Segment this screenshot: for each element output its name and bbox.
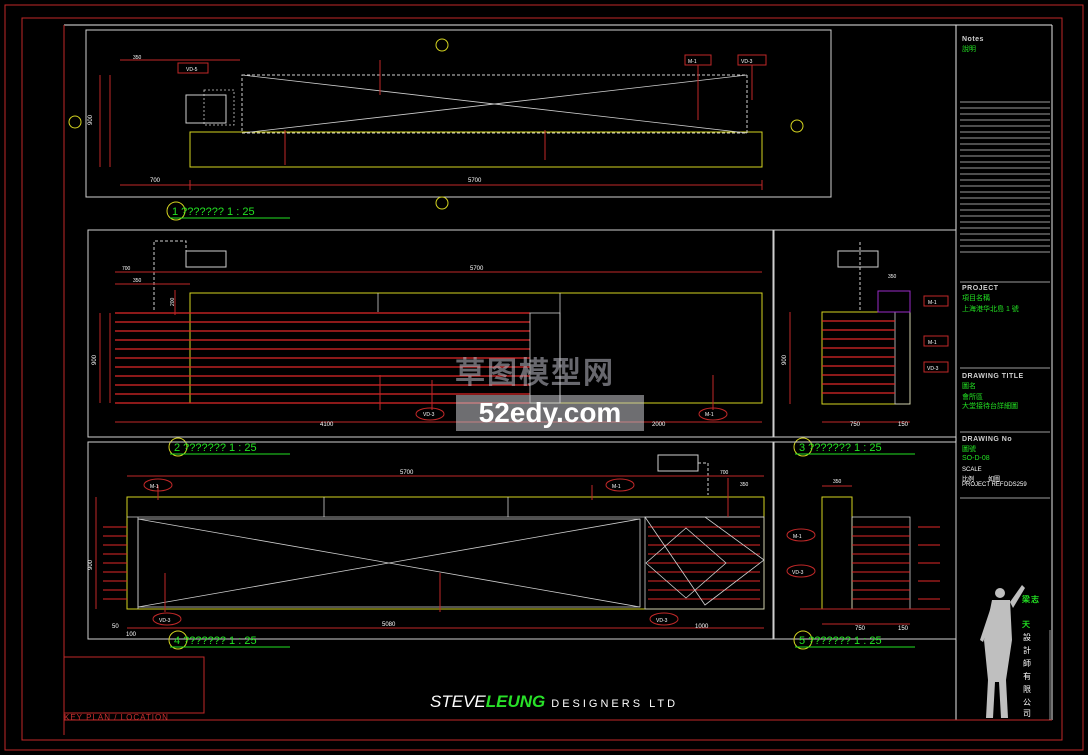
brand-steve: STEVE	[430, 692, 486, 711]
drawing-title-cn-2: 會所區	[962, 394, 983, 401]
view-5: 350 750 150 M-1 VD-3 5 ??????? 1 : 25	[773, 441, 957, 650]
dim-900-d: 900	[88, 559, 94, 570]
dim-100: 100	[126, 632, 137, 638]
dim-900-b: 900	[92, 354, 98, 365]
dim-900-c: 900	[782, 354, 788, 365]
human-figure-icon	[980, 585, 1025, 718]
key-plan-label: KEY PLAN / LOCATION	[64, 713, 169, 722]
dim-5080: 5080	[382, 622, 396, 628]
dim-700: 700	[150, 178, 161, 184]
side-char-3: 天	[1022, 620, 1030, 629]
view-title-3: 3 ??????? 1 : 25	[799, 442, 882, 454]
dim-750-b: 750	[855, 626, 866, 632]
notes-label: Notes	[962, 36, 984, 43]
brand-leung: LEUNG	[485, 692, 546, 711]
dim-5700-c: 5700	[400, 470, 414, 476]
drawing-title-cn-1: 圖名	[962, 383, 976, 390]
dim-5700-b: 5700	[470, 266, 484, 272]
dim-4100: 4100	[320, 422, 334, 428]
dim-150-b: 150	[898, 626, 909, 632]
tag-vd3-e: VD-3	[656, 618, 668, 624]
tag-m1-d: M-1	[928, 340, 937, 346]
tag-m1: M-1	[688, 59, 697, 65]
scale-label: SCALE	[962, 467, 982, 473]
dim-350-b: 350	[133, 278, 142, 284]
watermark-site: 52edy.com	[456, 395, 644, 431]
project-ref-value: DDS259	[1004, 482, 1027, 488]
side-char-7: 有	[1023, 672, 1031, 681]
side-char-9: 公	[1023, 698, 1031, 707]
dim-350-d: 350	[740, 482, 749, 488]
drawing-title-label: DRAWING TITLE	[962, 373, 1024, 380]
dim-200: 200	[170, 297, 176, 306]
project-label: PROJECT	[962, 285, 999, 292]
tag-vd5: VD-5	[186, 67, 198, 73]
project-cn-1: 項目名稱	[962, 295, 990, 302]
side-char-6: 師	[1023, 659, 1031, 668]
tag-m1-b: M-1	[705, 412, 714, 418]
dim-150: 150	[898, 422, 909, 428]
brand-logo: STEVELEUNG DESIGNERS LTD	[430, 692, 678, 712]
dim-1000: 1000	[695, 624, 709, 630]
dim-2000: 2000	[652, 422, 666, 428]
dim-5700: 5700	[468, 178, 482, 184]
view-title-2: 2 ??????? 1 : 25	[174, 442, 257, 454]
dim-700-c: 700	[720, 470, 729, 476]
watermark-cn: 草图模型网	[455, 356, 615, 391]
tag-m1-c: M-1	[928, 300, 937, 306]
tag-m1-f: M-1	[612, 484, 621, 490]
tag-vd3-d: VD-3	[159, 618, 171, 624]
dim-900: 900	[88, 114, 94, 125]
title-block-lines	[960, 101, 1051, 720]
dim-350: 350	[133, 55, 142, 61]
notes-cn: 說明	[962, 46, 976, 53]
tag-m1-e: M-1	[150, 484, 159, 490]
view-title-4: 4 ??????? 1 : 25	[174, 635, 257, 647]
side-char-10: 司	[1023, 709, 1031, 718]
view-4: 5700 5080 1000 100 50 700 350 900 M-1 M-…	[87, 441, 774, 650]
dim-50: 50	[112, 624, 119, 630]
side-char-1: 梁	[1022, 595, 1030, 604]
project-cn-2: 上海港华北島 1 號	[962, 306, 1019, 313]
side-char-8: 限	[1023, 685, 1031, 694]
side-char-2: 志	[1031, 595, 1039, 604]
tag-vd3-f: VD-3	[792, 570, 804, 576]
tag-vd3: VD-3	[741, 59, 753, 65]
view-1: 350 700 5700 900 VD-5 M-1 VD-3 1 ???????…	[68, 29, 832, 221]
view-2: 5700 700 350 4100 2000 900 200 VD-3 M-1 …	[87, 229, 774, 457]
brand-designers: DESIGNERS LTD	[551, 698, 679, 710]
dim-750: 750	[850, 422, 861, 428]
tag-m1-g: M-1	[793, 534, 802, 540]
project-ref-label: PROJECT REF	[962, 482, 1004, 488]
outer-border	[4, 4, 1084, 751]
tag-vd3-b: VD-3	[423, 412, 435, 418]
drawing-title-cn-3: 大堂接待台詳細圖	[962, 403, 1018, 410]
drawing-no-cn: 圖號	[962, 446, 976, 453]
key-plan-box	[63, 656, 205, 714]
inner-border	[21, 17, 1063, 741]
dim-350-e: 350	[833, 479, 842, 485]
dim-350-c: 350	[888, 274, 897, 280]
side-char-5: 計	[1023, 646, 1031, 655]
view-title-1: 1 ??????? 1 : 25	[172, 206, 255, 218]
dim-700-b: 700	[122, 266, 131, 272]
scale-value: 如圖	[988, 477, 1001, 483]
scale-cn: 比例	[962, 477, 975, 483]
drawing-no: SO-D-08	[962, 455, 990, 462]
drawing-no-label: DRAWING No	[962, 436, 1013, 443]
view-3: 750 150 350 900 M-1 M-1 VD-3 3 ??????? 1…	[773, 229, 957, 457]
view-title-5: 5 ??????? 1 : 25	[799, 635, 882, 647]
tag-vd3-c: VD-3	[927, 366, 939, 372]
side-char-4: 設	[1023, 633, 1031, 642]
